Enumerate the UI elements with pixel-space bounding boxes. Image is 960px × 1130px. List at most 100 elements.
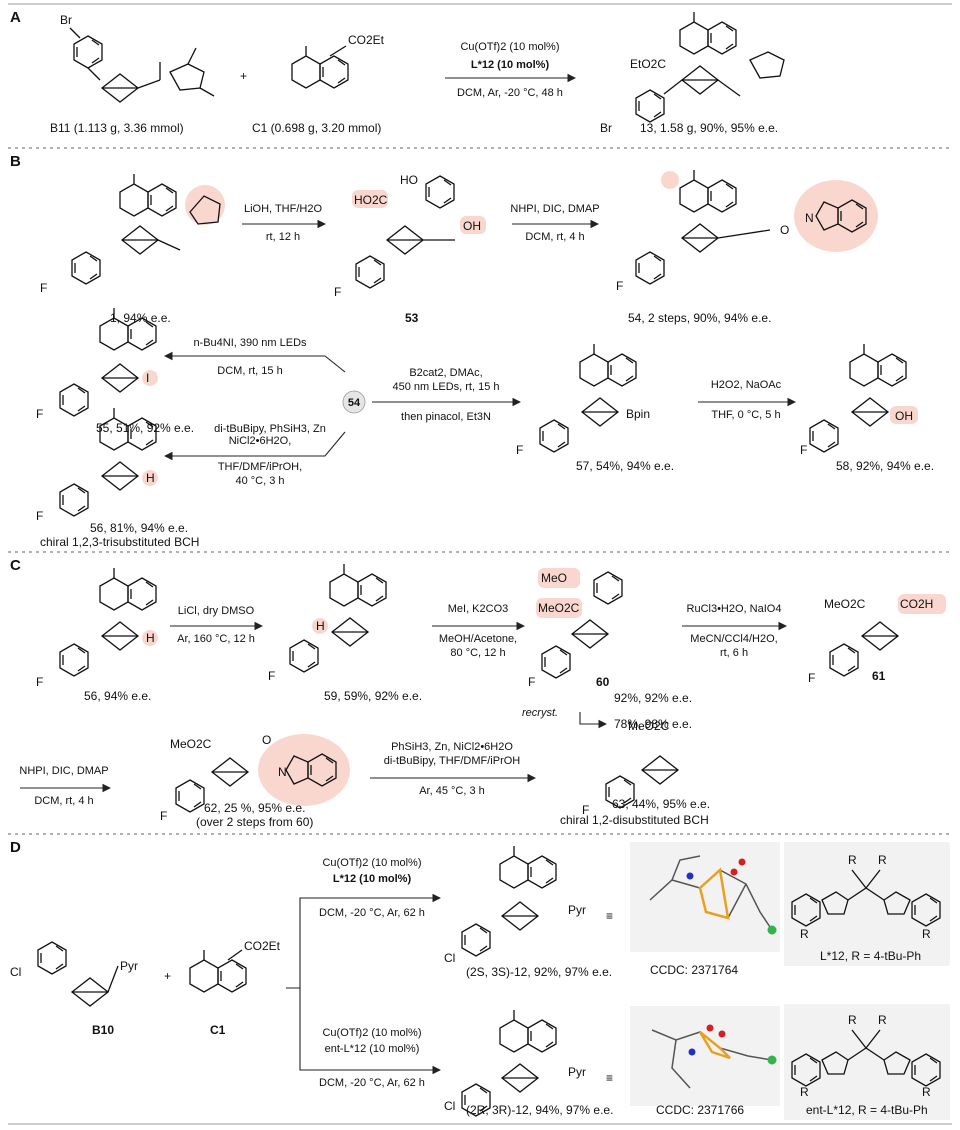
lig-top-r2: R xyxy=(878,853,887,867)
cond-top-3: DCM, -20 °C, Ar, 62 h xyxy=(319,907,425,919)
step-c2-2: MeOH/Acetone, xyxy=(439,633,517,645)
chloro-12-top: Cl xyxy=(444,951,455,965)
cond-top-2: L*12 (10 mol%) xyxy=(333,873,412,885)
step-c5-1: PhSiH3, Zn, NiCl2•6H2O xyxy=(391,741,513,753)
step-bpin-1: B2cat2, DMAc, xyxy=(409,367,482,379)
cmpd-60-label: 60 xyxy=(596,675,610,689)
structure-55: I F xyxy=(36,308,158,421)
cond-bottom-3: DCM, -20 °C, Ar, 62 h xyxy=(319,1077,425,1089)
structure-56c: H F xyxy=(36,568,158,689)
cond-a-2: L*12 (10 mol%) xyxy=(471,59,550,71)
panel-label-a: A xyxy=(10,9,21,26)
lig-bot-r1: R xyxy=(848,1013,857,1027)
structure-62: MeO2C N O F xyxy=(160,733,350,823)
f-56: F xyxy=(36,509,43,523)
cmpd-61-label: 61 xyxy=(872,669,886,683)
f-56c: F xyxy=(36,675,43,689)
hub-54: 54 xyxy=(348,397,361,409)
meo-60: MeO xyxy=(541,571,567,585)
step-b2-2: DCM, rt, 4 h xyxy=(525,231,584,243)
hooc-53: HO2C xyxy=(354,193,388,207)
pyr-12-top: Pyr xyxy=(568,903,586,917)
chloro-12-bottom: Cl xyxy=(444,1099,455,1113)
ligand-bottom: R R R R xyxy=(784,1004,950,1120)
structure-61: MeO2C CO2H F xyxy=(808,594,946,685)
co2h-61: CO2H xyxy=(900,597,933,611)
p13-bromo: Br xyxy=(600,121,612,135)
f-63: F xyxy=(582,803,589,817)
f-62: F xyxy=(160,809,167,823)
step-c2-3: 80 °C, 12 h xyxy=(450,647,505,659)
step-h-3: THF/DMF/iPrOH, xyxy=(218,461,302,473)
lig-bot-r3: R xyxy=(800,1085,809,1099)
p13-ester: EtO2C xyxy=(630,57,666,71)
n-62: N xyxy=(278,765,287,779)
lig-top-r3: R xyxy=(800,927,809,941)
cond-top-1: Cu(OTf)2 (10 mol%) xyxy=(322,857,421,869)
oh-53: OH xyxy=(463,219,481,233)
equiv-top: ≡ xyxy=(606,909,613,923)
arrow-b-h xyxy=(163,431,346,461)
arrow-recryst xyxy=(579,712,608,729)
prod-bottom-label: (2R, 3R)-12, 94%, 97% e.e. xyxy=(466,1103,613,1117)
step-h-1: NiCl2•6H2O, xyxy=(229,435,292,447)
h-56: H xyxy=(146,471,155,485)
cmpd-59-label: 59, 59%, 92% e.e. xyxy=(324,689,422,703)
cmpd-58-label: 58, 92%, 94% e.e. xyxy=(836,459,934,473)
step-oh-2: THF, 0 °C, 5 h xyxy=(711,409,780,421)
cmpd-54-label: 54, 2 steps, 90%, 94% e.e. xyxy=(628,311,771,325)
crystal-structure-bottom xyxy=(630,1006,780,1106)
ligand-top: R R R R xyxy=(784,842,950,966)
f-54: F xyxy=(616,279,623,293)
h-56c: H xyxy=(146,631,155,645)
n-54: N xyxy=(805,211,814,225)
chloro-b10: Cl xyxy=(10,965,21,979)
c1-label: C1 (0.698 g, 3.20 mmol) xyxy=(252,121,381,135)
i-55: I xyxy=(146,371,149,385)
o-54: O xyxy=(780,223,789,237)
plus-a: + xyxy=(240,69,247,83)
panel-label-b: B xyxy=(10,153,21,170)
step-c3-2: MeCN/CCl4/H2O, xyxy=(690,633,777,645)
panel-d: Cl Pyr B10 + CO2Et C1 Cu(OTf)2 (10 mol%)… xyxy=(10,842,950,1120)
panel-a: Br B11 (1.113 g, 3.36 mmol) + CO2Et C1 (… xyxy=(50,12,785,135)
structure-56: H F xyxy=(36,408,158,523)
ligand-top-label: L*12, R = 4-tBu-Ph xyxy=(820,949,921,963)
structure-54: N O F xyxy=(616,170,878,293)
meo2c-62: MeO2C xyxy=(170,737,212,751)
structure-53: HO HO2C OH F xyxy=(334,173,486,299)
b11-label: B11 (1.113 g, 3.36 mmol) xyxy=(50,121,184,135)
step-c1-1: LiCl, dry DMSO xyxy=(178,605,255,617)
structure-1: F xyxy=(40,174,225,295)
meo2c-63: MeO2C xyxy=(628,719,670,733)
f-61: F xyxy=(808,671,815,685)
pyr-b10: Pyr xyxy=(120,959,138,973)
p13-label: 13, 1.58 g, 90%, 95% e.e. xyxy=(640,121,778,135)
arrow-d-bottom xyxy=(299,988,442,1075)
recryst-label: recryst. xyxy=(522,707,558,719)
bpin-57: Bpin xyxy=(626,407,650,421)
cond-bottom-2: ent-L*12 (10 mol%) xyxy=(325,1043,420,1055)
ligand-bottom-label: ent-L*12, R = 4-tBu-Ph xyxy=(806,1103,928,1117)
o-62: O xyxy=(262,733,271,747)
structure-60: MeO MeO2C F xyxy=(528,568,623,689)
structure-b10: Cl Pyr xyxy=(10,941,138,1007)
f-1: F xyxy=(40,281,47,295)
yield-60: 92%, 92% e.e. xyxy=(614,691,692,705)
pyr-12-bottom: Pyr xyxy=(568,1065,586,1079)
cond-bottom-1: Cu(OTf)2 (10 mol%) xyxy=(322,1027,421,1039)
step-c5-3: Ar, 45 °C, 3 h xyxy=(419,785,485,797)
step-c3-3: rt, 6 h xyxy=(720,647,748,659)
c1-d-label: C1 xyxy=(210,1023,226,1037)
cmpd-53-label: 53 xyxy=(405,311,419,325)
cond-a-3: DCM, Ar, -20 °C, 48 h xyxy=(457,87,563,99)
f-58: F xyxy=(800,443,807,457)
arrow-d-top xyxy=(286,893,442,989)
panel-label-c: C xyxy=(10,557,21,574)
f-60: F xyxy=(528,675,535,689)
step-bpin-2: 450 nm LEDs, rt, 15 h xyxy=(393,381,500,393)
cmpd-57-label: 57, 54%, 94% e.e. xyxy=(576,459,674,473)
step-iodo-1: n-Bu4NI, 390 nm LEDs xyxy=(193,337,307,349)
c-cmpd-56-label: 56, 94% e.e. xyxy=(84,689,151,703)
f-53: F xyxy=(334,285,341,299)
